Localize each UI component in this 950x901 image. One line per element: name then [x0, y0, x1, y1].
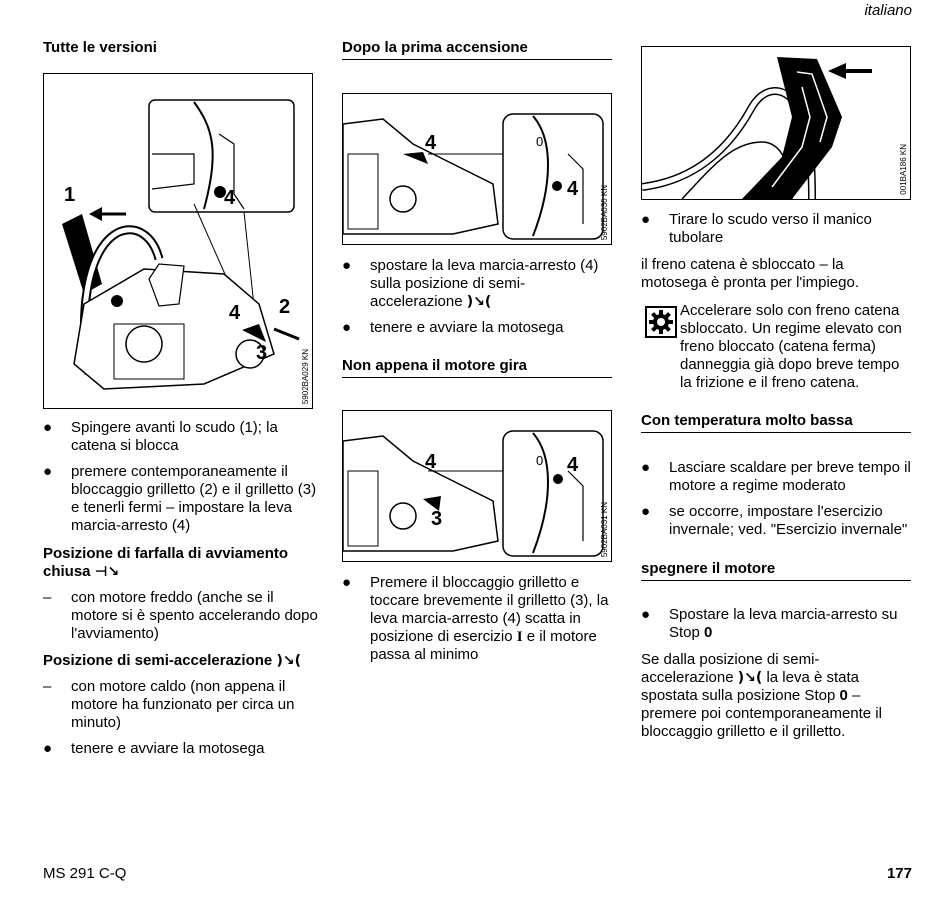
half-throttle-icon: )↘( [737, 670, 763, 686]
run-position-symbol: I [516, 629, 523, 645]
heading-start-throttle: Posizione di farfalla di avviamento chiu… [43, 545, 289, 580]
figure-engine-running: 4 3 0 4 5902BA031 KN [342, 410, 612, 562]
paragraph: Se dalla posizione di semi-accelerazione… [641, 651, 882, 740]
bullet-icon: ● [342, 319, 352, 336]
figure-code: 5902BA029 KN [301, 348, 310, 404]
note-text: Accelerare solo con freno catena sblocca… [680, 302, 902, 391]
figure-label-3: 3 [431, 508, 443, 530]
page-number: 177 [886, 865, 912, 882]
figure-label-0: 0 [536, 134, 544, 149]
bullet-icon: ● [641, 503, 651, 520]
language-label: italiano [864, 2, 912, 19]
heading-low-temperature: Con temperatura molto bassa [641, 412, 853, 429]
figure-label-4b: 4 [229, 302, 241, 324]
chainsaw-detail-illustration [343, 430, 604, 557]
half-throttle-icon: )↘( [466, 294, 492, 310]
figure-pull-shield: 001BA186 KN [641, 46, 911, 200]
bullet-icon: ● [43, 463, 53, 480]
figure-label-4b: 4 [567, 178, 579, 200]
half-throttle-icon: )↘( [276, 653, 301, 669]
figure-code: 5902BA030 KN [600, 184, 609, 240]
heading-engine-running: Non appena il motore gira [342, 357, 528, 374]
gear-icon [645, 306, 677, 338]
figure-label-4a: 4 [224, 187, 236, 209]
bullet-icon: ● [43, 740, 53, 757]
figure-label-2: 2 [279, 296, 291, 318]
figure-label-4a: 4 [425, 132, 437, 154]
figure-label-4b: 4 [567, 454, 579, 476]
paragraph: il freno catena è sbloccato – la motoseg… [641, 256, 859, 291]
figure-label-4a: 4 [425, 451, 437, 473]
chainsaw-detail-illustration [343, 113, 604, 240]
chainsaw-illustration [62, 99, 300, 390]
figure-label-0: 0 [536, 453, 544, 468]
figure-chainsaw-start: 1 4 2 4 3 5902BA029 KN [43, 73, 313, 409]
figure-code: 5902BA031 KN [600, 501, 609, 557]
heading-rule [342, 59, 612, 60]
heading-all-versions: Tutte le versioni [43, 39, 157, 56]
bullet-icon: ● [43, 419, 53, 436]
figure-after-first-start: 4 0 4 5902BA030 KN [342, 93, 612, 245]
model-name: MS 291 C-Q [43, 865, 127, 882]
figure-code: 001BA186 KN [899, 144, 908, 195]
heading-rule [342, 377, 612, 378]
heading-rule [641, 580, 911, 581]
heading-rule [641, 432, 911, 433]
choke-closed-icon: ⊣↘ [94, 564, 120, 580]
heading-half-throttle: Posizione di semi-accelerazione )↘( [43, 652, 301, 669]
figure-label-1: 1 [64, 184, 76, 206]
heading-stop-engine: spegnere il motore [641, 560, 776, 577]
bullet-icon: ● [342, 574, 352, 591]
heading-after-first-start: Dopo la prima accensione [342, 39, 528, 56]
bullet-icon: ● [641, 606, 651, 623]
bullet-icon: ● [342, 257, 352, 274]
chain-brake-illustration [642, 57, 872, 199]
figure-label-3: 3 [256, 342, 268, 364]
bullet-icon: ● [641, 211, 651, 228]
bullet-icon: ● [641, 459, 651, 476]
